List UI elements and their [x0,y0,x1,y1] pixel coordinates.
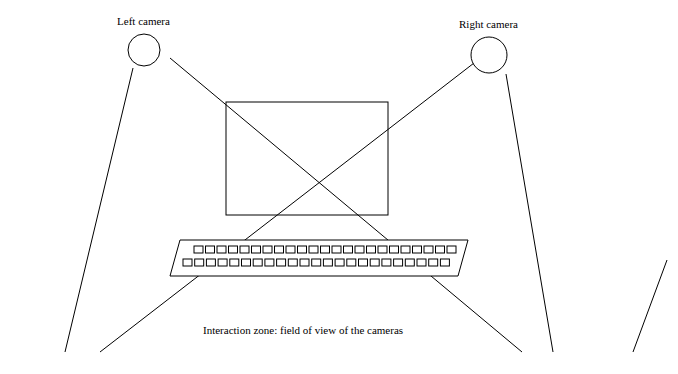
key [195,259,204,266]
camera-label: Left camera [117,15,170,28]
key [436,246,445,253]
key [298,246,307,253]
key [230,259,239,266]
key [321,246,330,253]
key [252,246,261,253]
key [288,259,297,266]
key [275,246,284,253]
key [265,259,274,266]
key [413,246,422,253]
key [217,246,226,253]
key [417,259,426,266]
key [394,259,403,266]
key [240,246,249,253]
camera-circle [127,33,161,67]
field-of-view-line [633,260,667,352]
keyboard [170,240,468,276]
field-of-view-line [170,58,522,352]
key [229,246,238,253]
monitor [226,102,388,215]
key [335,259,344,266]
key [429,259,438,266]
key [344,246,353,253]
key [300,259,309,266]
key [440,259,449,266]
camera-node: Left camera [115,11,172,67]
zone-label: Interaction zone: field of view of the c… [202,324,404,337]
key [206,259,215,266]
key [206,246,215,253]
key [277,259,286,266]
key [359,259,368,266]
key [194,246,203,253]
key [323,259,332,266]
key [382,259,391,266]
key [218,259,227,266]
key [312,259,321,266]
key [183,259,192,266]
field-of-view-line [65,68,133,352]
key [378,246,387,253]
key [263,246,272,253]
key [405,259,414,266]
key [309,246,318,253]
key [355,246,364,253]
field-of-view-line [100,63,474,352]
key [401,246,410,253]
key [253,259,262,266]
key [347,259,356,266]
key [424,246,433,253]
camera-label: Right camera [459,18,518,31]
camera-node: Right camera [457,14,520,74]
key [370,259,379,266]
key [390,246,399,253]
key [242,259,251,266]
camera-circle [470,36,508,74]
key [447,246,456,253]
key [367,246,376,253]
field-of-view-line [506,74,553,352]
key [332,246,341,253]
key [286,246,295,253]
keyboard-keys [183,246,456,266]
